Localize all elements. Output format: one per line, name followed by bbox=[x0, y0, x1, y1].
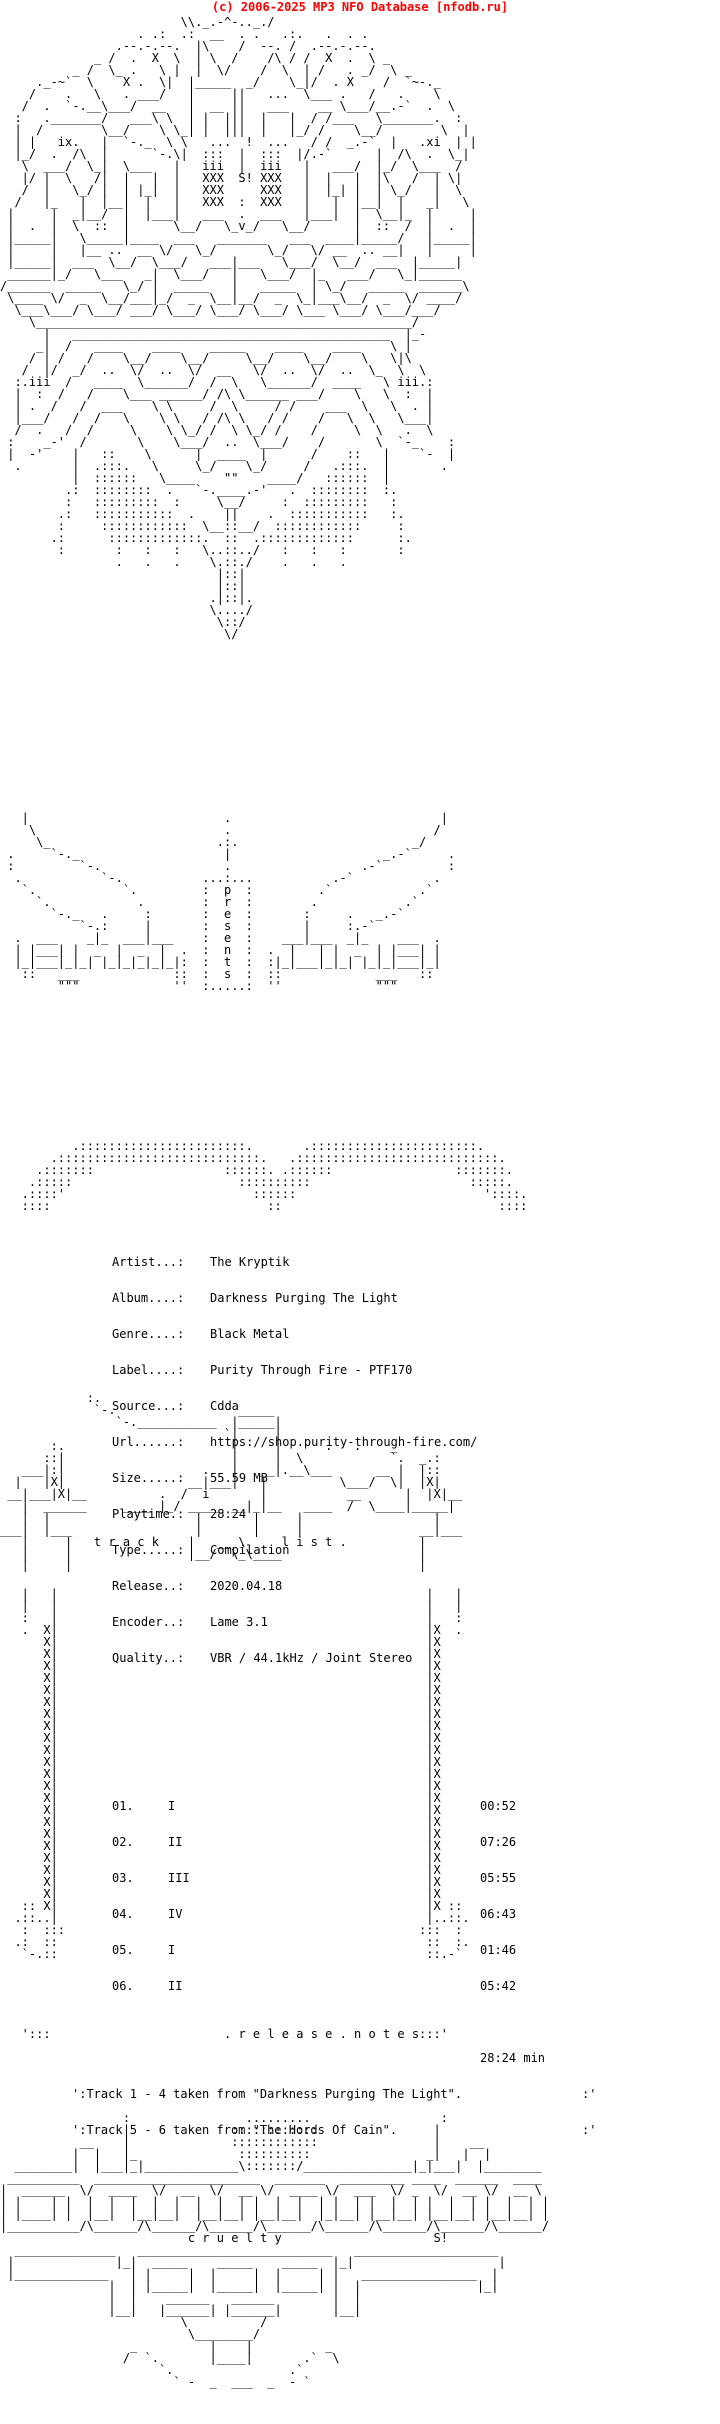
info-row-playtime: Playtime.: 28:24 bbox=[112, 1508, 477, 1520]
info-row-artist: Artist...: The Kryptik bbox=[112, 1256, 477, 1268]
info-label: Release..: bbox=[112, 1579, 185, 1593]
info-value: VBR / 44.1kHz / Joint Stereo bbox=[210, 1651, 413, 1665]
info-label: Url......: bbox=[112, 1435, 185, 1449]
ascii-presents-block: | . | \ . / \_ .:. _/ . `-._ bbox=[7, 812, 456, 993]
track-number: 02. bbox=[112, 1835, 134, 1849]
info-value: 55.59 MB bbox=[210, 1471, 268, 1485]
track-number: 01. bbox=[112, 1799, 134, 1813]
ascii-notes-frame: '::: :::' bbox=[0, 2028, 448, 2040]
info-label: Genre....: bbox=[112, 1327, 185, 1341]
release-notes-frame-right: :' :' bbox=[582, 2064, 611, 2160]
release-info: Artist...: The Kryptik Album....: Darkness… bbox=[112, 1232, 477, 1688]
info-value: Purity Through Fire - PTF170 bbox=[210, 1363, 413, 1377]
track-time: 05:55 bbox=[480, 1871, 517, 1885]
track-number: 06. bbox=[112, 1979, 134, 1993]
info-row-release: Release..: 2020.04.18 bbox=[112, 1580, 477, 1592]
info-label: Album....: bbox=[112, 1291, 185, 1305]
info-row-album: Album....: Darkness Purging The Light bbox=[112, 1292, 477, 1304]
ascii-tracklist-frame: :. `-. _____ `-.___________ |_____| `| |… bbox=[0, 1392, 463, 1572]
track-title: III bbox=[168, 1871, 190, 1885]
total-time: 28:24 min bbox=[480, 2051, 546, 2065]
info-value: https://shop.purity-through-fire.com/ bbox=[210, 1435, 478, 1449]
note-frame-char: :' bbox=[582, 2087, 597, 2101]
track-number: 05. bbox=[112, 1943, 134, 1957]
info-value: 2020.04.18 bbox=[210, 1579, 283, 1593]
ascii-footer-logo: : ......... : | :::::::::::: | __ | ::::… bbox=[0, 2112, 550, 2389]
track-row: 05. I bbox=[112, 1944, 190, 1956]
info-row-genre: Genre....: Black Metal bbox=[112, 1328, 477, 1340]
info-value: Compilation bbox=[210, 1543, 290, 1557]
info-value: Cdda bbox=[210, 1399, 239, 1413]
info-label: Source...: bbox=[112, 1399, 185, 1413]
info-value: Darkness Purging The Light bbox=[210, 1291, 398, 1305]
track-row: 06. II bbox=[112, 1980, 190, 1992]
info-label: Encoder..: bbox=[112, 1615, 185, 1629]
note-line: ':Track 5 - 6 taken from "The Hords Of C… bbox=[72, 2123, 398, 2137]
info-label: Size.....: bbox=[112, 1471, 185, 1485]
info-label: Artist...: bbox=[112, 1255, 185, 1269]
track-number: 04. bbox=[112, 1907, 134, 1921]
track-time: 00:52 bbox=[480, 1799, 517, 1813]
note-frame-char: :' bbox=[582, 2123, 597, 2137]
info-label: Label....: bbox=[112, 1363, 185, 1377]
track-time: 06:43 bbox=[480, 1907, 517, 1921]
info-row-url: Url......: https://shop.purity-through-fi… bbox=[112, 1436, 477, 1448]
info-row-source: Source...: Cdda bbox=[112, 1400, 477, 1412]
info-row-label: Label....: Purity Through Fire - PTF170 bbox=[112, 1364, 477, 1376]
info-label: Type.....: bbox=[112, 1543, 185, 1557]
ascii-tracklist-sides: | | | | | | | | : | | : . X| bbox=[14, 1588, 470, 1960]
track-title: I bbox=[168, 1799, 176, 1813]
info-label: Quality..: bbox=[112, 1651, 185, 1665]
info-row-type: Type.....: Compilation bbox=[112, 1544, 477, 1556]
info-label: Playtime.: bbox=[112, 1507, 185, 1521]
release-notes: ':Track 1 - 4 taken from "Darkness Purgi… bbox=[72, 2064, 462, 2160]
track-row: 04. IV bbox=[112, 1908, 190, 1920]
track-number: 03. bbox=[112, 1871, 134, 1885]
track-row: 02. II bbox=[112, 1836, 190, 1848]
tracklist-times: 00:52 07:26 05:55 06:43 01:46 05:42 28:2… bbox=[480, 1776, 545, 2088]
info-value: The Kryptik bbox=[210, 1255, 290, 1269]
copyright-header: (c) 2006-2025 MP3 NFO Database [nfodb.ru… bbox=[211, 0, 509, 14]
info-row-size: Size.....: 55.59 MB bbox=[112, 1472, 477, 1484]
track-title: II bbox=[168, 1979, 183, 1993]
track-title: I bbox=[168, 1943, 176, 1957]
info-row-encoder: Encoder..: Lame 3.1 bbox=[112, 1616, 477, 1628]
ascii-logo-top: \\._.-^-.._./ . .: .: __ . . .:. . . . .… bbox=[0, 16, 477, 641]
track-title: IV bbox=[168, 1907, 183, 1921]
info-value: 28:24 bbox=[210, 1507, 247, 1521]
note-line: ':Track 1 - 4 taken from "Darkness Purgi… bbox=[72, 2087, 463, 2101]
track-row: 03. III bbox=[112, 1872, 190, 1884]
tracklist-left: 01. I 02. II 03. III 04. IV 05. I 06. II bbox=[112, 1776, 190, 2016]
track-time: 01:46 bbox=[480, 1943, 517, 1957]
release-notes-heading: . r e l e a s e . n o t e s . bbox=[224, 2027, 434, 2041]
info-value: Black Metal bbox=[210, 1327, 290, 1341]
track-row: 01. I bbox=[112, 1800, 190, 1812]
info-row-quality: Quality..: VBR / 44.1kHz / Joint Stereo bbox=[112, 1652, 477, 1664]
track-time: 07:26 bbox=[480, 1835, 517, 1849]
track-time: 05:42 bbox=[480, 1979, 517, 1993]
info-value: Lame 3.1 bbox=[210, 1615, 268, 1629]
track-title: II bbox=[168, 1835, 183, 1849]
ascii-divider: .:::::::::::::::::::::::. .:::::::::::::… bbox=[21, 1140, 528, 1213]
